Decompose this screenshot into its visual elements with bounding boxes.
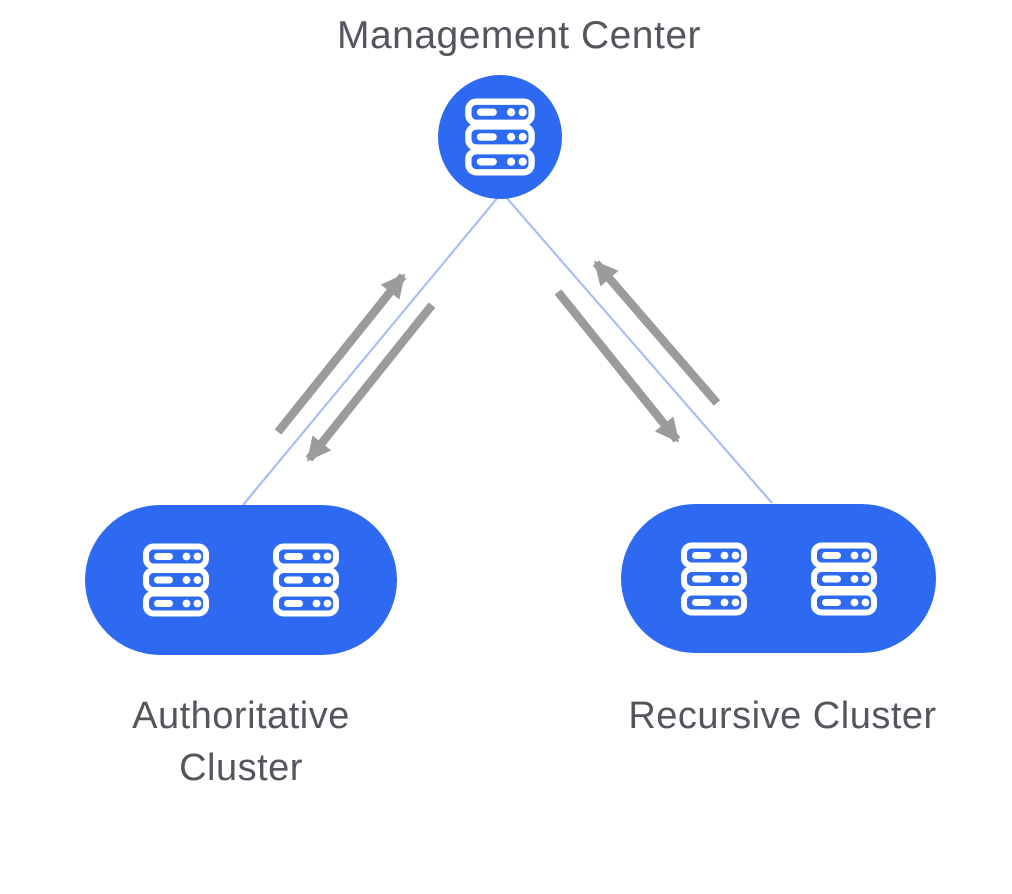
arrow-mc-to-recursive-icon: [554, 289, 681, 443]
recursive-cluster-node: [621, 504, 936, 653]
arrow-authoritative-to-mc-icon: [274, 273, 407, 435]
connector-mc-to-authoritative: [242, 195, 500, 506]
server-stack-icon: [810, 542, 878, 616]
arrow-mc-to-authoritative-icon: [305, 302, 436, 462]
authoritative-cluster-label: Authoritative Cluster: [132, 695, 350, 789]
server-stack-icon: [142, 543, 210, 617]
management-center-title: Management Center: [336, 14, 702, 57]
management-center-node: [438, 75, 562, 199]
recursive-cluster-label: Recursive Cluster: [628, 695, 937, 737]
arrow-recursive-to-mc-icon: [592, 260, 721, 406]
connector-mc-to-recursive: [504, 195, 773, 504]
server-stack-icon: [464, 98, 536, 176]
server-stack-icon: [680, 542, 748, 616]
server-stack-icon: [272, 543, 340, 617]
authoritative-cluster-node: [85, 505, 397, 655]
